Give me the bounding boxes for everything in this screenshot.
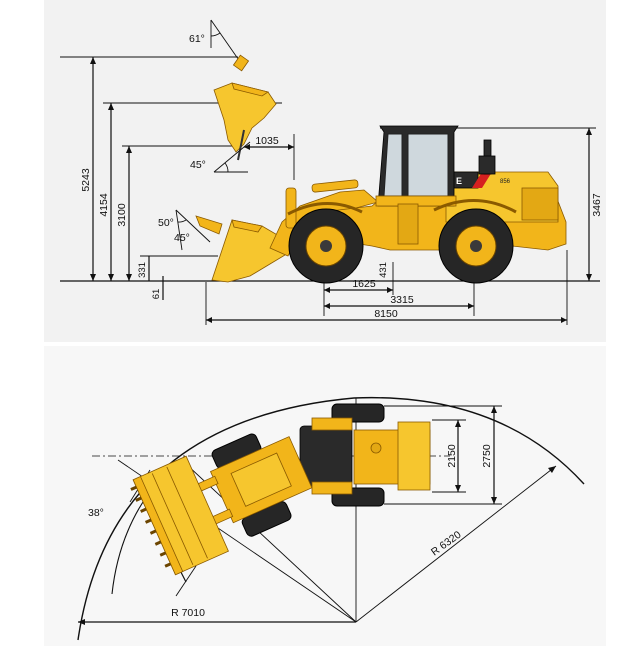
bucket-teeth [130,485,172,568]
model-label: 856 [500,179,511,185]
bell-crank [285,187,297,229]
label-height-bucket-top: 4154 [98,193,110,217]
label-articulation-angle: 38° [88,507,104,519]
bucket-lip [132,475,184,576]
angle-arc-61 [210,32,221,37]
label-rollback-angle-carry: 50° [158,217,174,229]
label-wheelbase: 3315 [390,294,414,306]
cab-side-window [407,133,449,197]
side-view: 5243 4154 3100 331 61 3467 431 1625 3315… [60,19,603,325]
label-dig-depth: 61 [151,289,162,300]
label-height-dump-clearance: 3100 [116,203,128,227]
label-dump-angle-top: 61° [189,33,205,45]
raised-bucket [213,54,277,161]
ground-bucket-rim [231,219,263,233]
rear-hub [470,240,482,252]
label-dump-reach: 1035 [255,135,279,147]
label-tread-width: 2150 [446,444,458,468]
angle-arc-50 [177,219,187,223]
rear-wheel [438,208,514,284]
cab-top-bar [311,417,353,431]
angle-line-61 [210,19,244,67]
front-hub [320,240,332,252]
rear-frame-top [299,403,431,507]
tilt-cylinder [311,179,359,193]
label-rollback-angle-ground: 45° [174,232,190,244]
radius-line-inner [185,463,357,623]
ground-bucket [211,219,291,283]
air-precleaner [478,155,496,175]
rear-tire-top-left [331,403,385,423]
raised-bucket-rim [231,82,269,97]
angle-line-50 [175,209,211,243]
label-ground-clearance: 431 [378,262,389,278]
arrow-6320 [548,466,556,473]
angle-line-45-upper [213,141,251,173]
arrow-7010 [78,619,85,625]
counterweight [397,421,431,491]
front-fender [287,202,363,216]
rear-grille [521,187,559,221]
raised-arm-stub [232,54,250,72]
raised-bucket-edge [237,129,245,161]
rear-cap [370,442,382,454]
label-carry-height: 331 [137,262,148,278]
cab-roof [299,425,353,487]
label-height-hinge: 5243 [80,168,92,192]
front-frame-top [130,433,313,576]
angle-arc-45-upper [224,162,229,173]
label-overall-height: 3467 [591,193,603,217]
bucket-ribs [151,466,208,565]
rear-fender [433,199,517,214]
label-overall-length: 8150 [374,308,398,320]
label-outer-turn-radius: R 7010 [171,607,205,619]
label-overall-width: 2750 [481,444,493,468]
small-bucket-tooth-sketch [195,215,223,235]
cab-bottom-bar [311,481,353,495]
radius-line-6320 [355,465,557,623]
label-axle-to-hinge: 1625 [352,278,376,290]
front-linkage [230,452,292,507]
arrow-1035 [244,144,294,150]
outer-turn-arc [77,396,585,641]
hood-decal-red [472,172,492,188]
cab-steps [397,203,419,245]
label-dump-angle-low: 45° [190,159,206,171]
front-wheel [288,208,364,284]
hood-badge: E [456,176,462,186]
angle-ref-50 [175,209,183,251]
cab [375,125,459,245]
side-view-panel [44,0,606,342]
